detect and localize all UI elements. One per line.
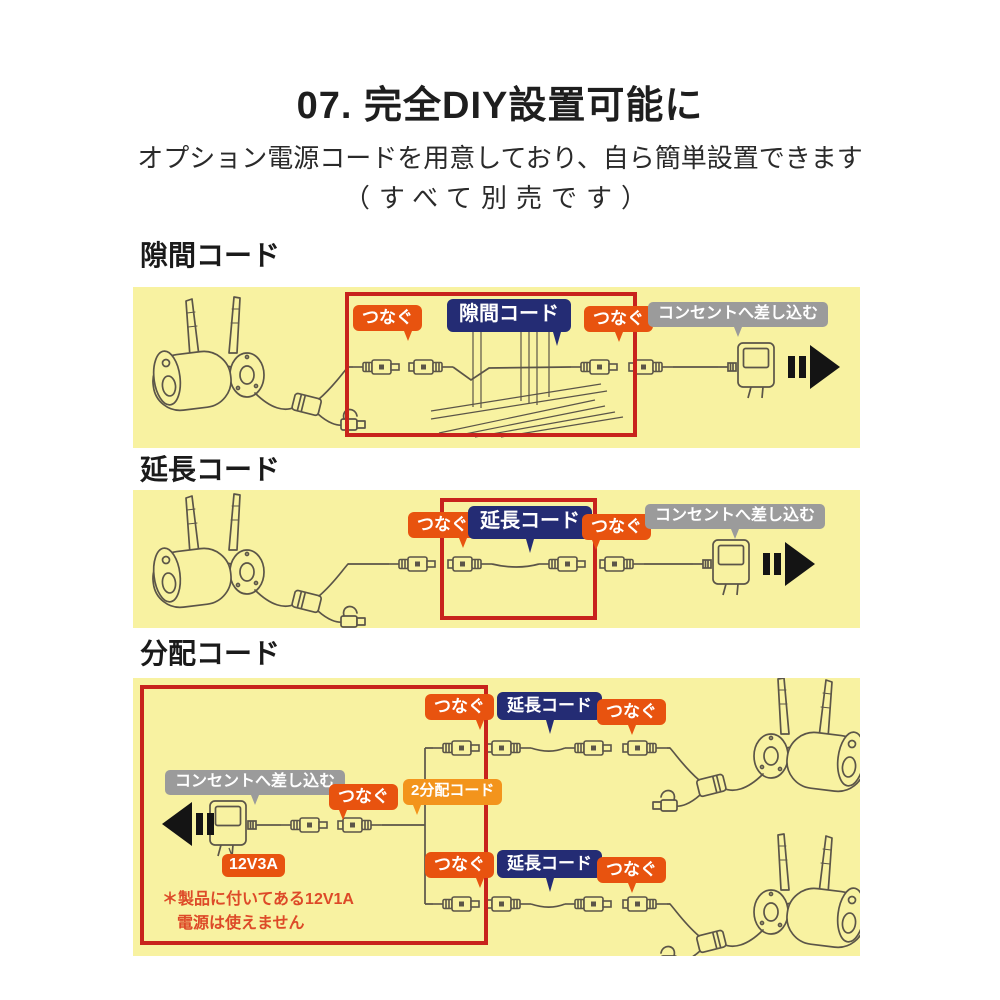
extension-cord-badge: 延長コード	[468, 506, 592, 539]
connect-badge: つなぐ	[353, 305, 422, 342]
gap-cord-illustration	[149, 296, 840, 438]
connect-badge: つなぐ	[425, 852, 494, 889]
splitter-highlight-frame	[140, 685, 488, 945]
security-camera-illustration	[149, 493, 366, 628]
splitter-cord-illustration	[162, 678, 860, 956]
outlet-badge: コンセントへ差し込む	[648, 302, 829, 327]
section-heading-extension-cord: 延長コード	[140, 454, 281, 485]
subtitle-line2: （すべて別売です）	[343, 183, 657, 213]
gap-cord-diagram: つなぐ 隙間コード つなぐ コンセントへ差し込む	[133, 287, 860, 448]
arrow-right-icon	[763, 542, 815, 586]
power-warning-line1: ＊製品に付いてある12V1A	[162, 891, 354, 908]
connect-badge: つなぐ	[584, 306, 653, 333]
connect-badge: つなぐ	[582, 514, 651, 551]
gap-cord-badge: 隙間コード	[447, 299, 571, 346]
extension-cord-illustration	[149, 493, 815, 628]
extension-cord-diagram: つなぐ 延長コード つなぐ コンセントへ差し込む	[133, 490, 860, 628]
extension-cord-badge: 延長コード	[497, 850, 602, 879]
connect-badge: つなぐ	[425, 694, 494, 731]
dc-jack-icon	[599, 556, 645, 572]
security-camera-illustration	[652, 833, 860, 956]
dc-plug-icon	[564, 740, 612, 756]
security-camera-illustration	[652, 678, 860, 812]
extension-cable	[491, 563, 540, 568]
extension-cord-badge: 延長コード	[497, 692, 602, 721]
connect-badge: つなぐ	[597, 699, 666, 726]
power-adapter-illustration	[717, 342, 775, 399]
dc-plug-icon	[388, 556, 436, 572]
window-gap-illustration	[430, 311, 624, 438]
power-adapter-illustration	[692, 539, 750, 596]
section-heading-splitter-cord: 分配コード	[140, 638, 281, 669]
splitter-cord-diagram: つなぐ 延長コード つなぐ コンセントへ差し込む つなぐ 2分配コード 12V3…	[133, 678, 860, 956]
connect-badge: つなぐ	[597, 857, 666, 884]
gap-cord-highlight-frame	[345, 292, 637, 437]
dc-jack-icon	[486, 740, 532, 756]
outlet-badge: コンセントへ差し込む	[165, 770, 346, 795]
subtitle-line1: オプション電源コードを用意しており、自ら簡単設置できます	[137, 143, 863, 173]
outlet-badge: コンセントへ差し込む	[645, 504, 826, 529]
connect-badge: つなぐ	[408, 512, 477, 549]
splitter-cord-badge: 2分配コード	[403, 779, 503, 815]
extension-cord-highlight-frame	[440, 498, 597, 620]
adapter-spec-badge: 12V3A	[222, 854, 285, 877]
flat-gap-cable	[452, 366, 572, 382]
dc-jack-icon	[486, 896, 532, 912]
section-heading-gap-cord: 隙間コード	[140, 240, 281, 271]
page-title: 07. 完全DIY設置可能に	[296, 85, 704, 127]
security-camera-illustration	[149, 296, 366, 431]
dc-jack-icon	[622, 740, 668, 756]
dc-plug-icon	[564, 896, 612, 912]
connect-badge: つなぐ	[329, 784, 398, 821]
arrow-right-icon	[788, 345, 840, 389]
power-warning-line2: 電源は使えません	[177, 915, 305, 932]
dc-jack-icon	[622, 896, 668, 912]
